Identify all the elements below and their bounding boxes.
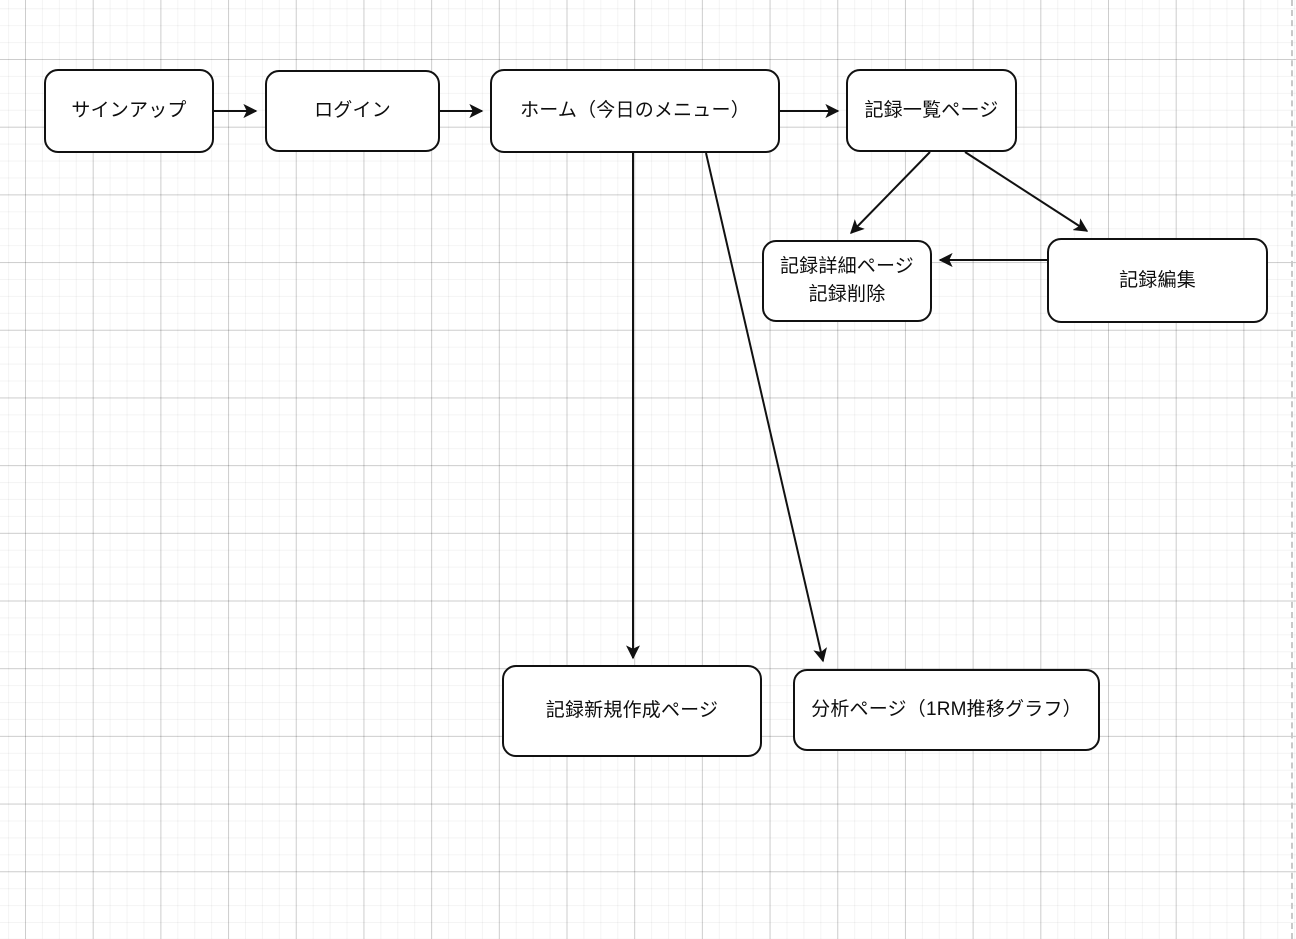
node-login[interactable]: ログイン <box>265 70 440 152</box>
node-home-label: ホーム（今日のメニュー） <box>520 100 750 122</box>
node-record-create[interactable]: 記録新規作成ページ <box>502 665 762 757</box>
node-record-create-label: 記録新規作成ページ <box>545 700 719 722</box>
edge-list-to-edit <box>964 151 1089 232</box>
node-analysis[interactable]: 分析ページ（1RM推移グラフ） <box>793 669 1100 751</box>
node-home[interactable]: ホーム（今日のメニュー） <box>490 69 780 153</box>
node-record-list-label: 記録一覧ページ <box>864 99 999 121</box>
node-login-label: ログイン <box>314 100 391 122</box>
edge-list-to-detail <box>850 151 931 235</box>
node-signup[interactable]: サインアップ <box>44 69 214 153</box>
node-record-edit[interactable]: 記録編集 <box>1047 238 1268 323</box>
page-boundary-divider <box>1291 0 1293 939</box>
node-signup-label: サインアップ <box>71 100 187 122</box>
node-record-list[interactable]: 記録一覧ページ <box>846 69 1017 152</box>
node-record-edit-label: 記録編集 <box>1119 269 1196 291</box>
node-analysis-label: 分析ページ（1RM推移グラフ） <box>811 699 1082 721</box>
edge-home-to-analysis <box>705 152 827 663</box>
node-record-detail-label: 記録詳細ページ 記録削除 <box>779 256 915 305</box>
node-record-detail[interactable]: 記録詳細ページ 記録削除 <box>762 240 932 322</box>
